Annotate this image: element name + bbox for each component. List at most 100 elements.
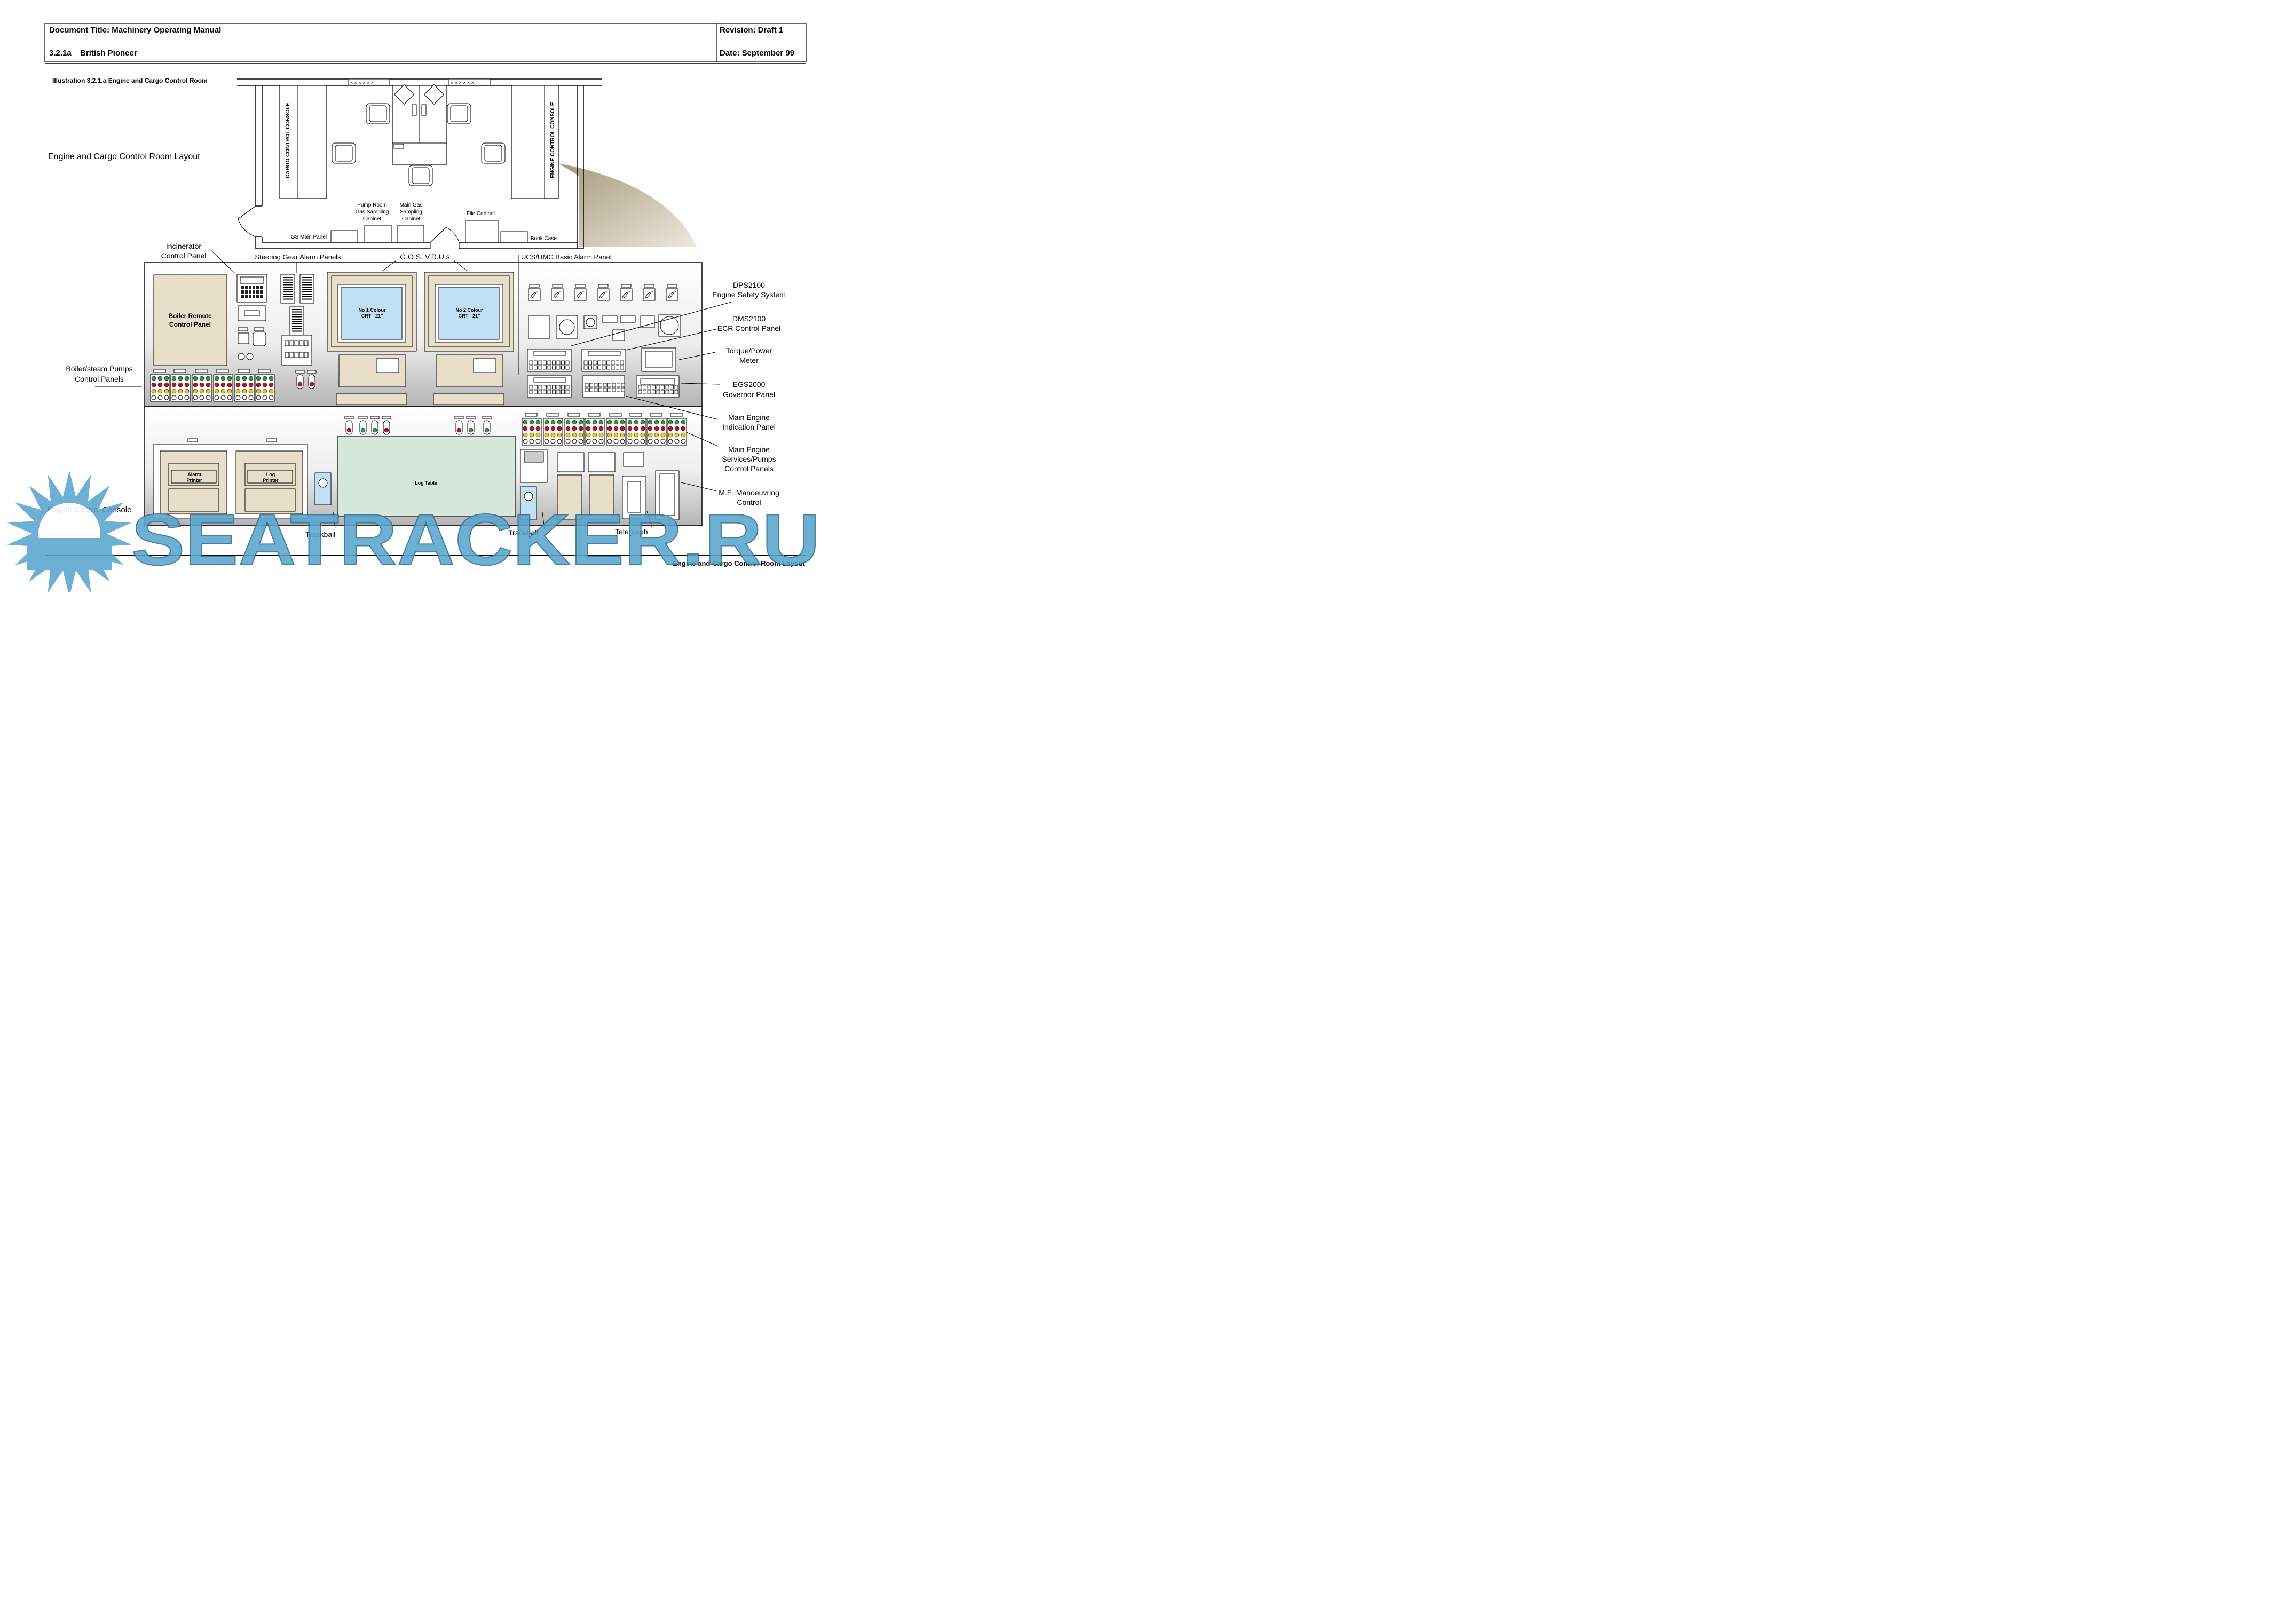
incinerator-label-1: Incinerator (166, 242, 201, 250)
main-gas-cabinet (397, 225, 424, 243)
me-manoeuvring-control (655, 470, 680, 520)
door-left (238, 205, 256, 219)
gos-vdus-label: G.O.S. V.D.U.s (400, 252, 450, 261)
trackball-label-2: Trackball (508, 528, 538, 537)
pump-panel-boiler-6 (255, 369, 275, 402)
button-grids (529, 360, 678, 394)
pump-panel-me-8 (667, 413, 687, 446)
me-manoeuvring-label-2: Control (737, 498, 761, 506)
boiler-pumps-label-2: Control Panels (75, 375, 124, 383)
boiler-pumps-label-1: Boiler/steam Pumps (66, 365, 132, 373)
pump-panel-boiler-3 (192, 369, 212, 402)
pump-panel-me-7 (646, 413, 667, 446)
torque-label-1: Torque/Power (726, 346, 772, 355)
watermark: SEATRACKER.RU (7, 471, 820, 597)
engine-console-label: ENGINE CONTROL CONSOLE (550, 102, 556, 178)
main-gas-label-3: Cabinet (402, 216, 421, 222)
alarm-printer-label-1: Alarm (187, 472, 201, 477)
pump-panel-me-4 (585, 413, 605, 446)
gos-vdu-2: No 2 Colour CRT - 21" (424, 272, 514, 405)
crt-screen-2 (438, 287, 500, 340)
crt-screen-1 (341, 287, 403, 340)
lamp-a (295, 370, 305, 389)
cargo-control-console: CARGO CONTROL CONSOLE (279, 85, 327, 199)
section-number: 3.2.1a (49, 49, 72, 58)
dps-meters (528, 314, 681, 341)
gos-vdu-1: No 1 Colour CRT - 21" (327, 272, 417, 405)
lamp-h (466, 416, 476, 435)
main-gas-label-2: Sampling (400, 209, 422, 215)
torque-power-meter (641, 347, 676, 372)
dps-label-1: DPS2100 (733, 281, 765, 289)
alarm-gauge-4 (597, 284, 610, 301)
alarm-gauge-6 (643, 284, 656, 301)
document-header: Document Title: Machinery Operating Manu… (44, 23, 807, 64)
lamp-e (370, 416, 380, 435)
torque-label-2: Meter (739, 356, 759, 365)
log-table-label: Log Table (415, 480, 437, 486)
dms-label-1: DMS2100 (732, 314, 766, 323)
pump-room-cabinet (364, 225, 392, 243)
log-printer-label-1: Log (266, 472, 275, 477)
zoom-beam (558, 163, 697, 247)
pump-panel-boiler-2 (170, 369, 191, 402)
footer-title: Engine and Cargo Control Room Layout (673, 559, 805, 567)
telegraph-label: Telegraph (615, 527, 648, 536)
date-label: Date: September 99 (720, 49, 794, 58)
steering-gear-alarm-panels (280, 274, 314, 366)
floor-plan: × × × × × × × × × × × × CARGO CONTROL CO… (237, 78, 697, 249)
main-gas-label-1: Main Gas (400, 202, 423, 208)
alarm-gauge-7 (666, 284, 678, 301)
document-title: Document Title: Machinery Operating Manu… (49, 26, 221, 35)
lamp-d (358, 416, 368, 435)
log-printer-label-2: Printer (263, 478, 279, 483)
illustration-canvas: Document Title: Machinery Operating Manu… (0, 0, 837, 597)
cargo-console-label: CARGO CONTROL CONSOLE (285, 102, 291, 178)
chair-3 (332, 142, 356, 164)
chair-2 (447, 103, 471, 124)
pump-panel-boiler-5 (234, 369, 255, 402)
button-grid-3 (529, 385, 570, 394)
dms-label-2: ECR Control Panel (717, 324, 780, 332)
me-indication-label-2: Indication Panel (722, 423, 776, 431)
igs-main-panel-box (330, 230, 358, 243)
alarm-printer-label-2: Printer (186, 478, 202, 483)
me-services-label-1: Main Engine (728, 445, 770, 454)
pump-panel-me-2 (543, 413, 563, 446)
steering-switch-box (281, 335, 312, 366)
ucs-umc-label: UCS/UMC Basic Alarm Panel (521, 253, 612, 261)
trackball-label-1: Trackball (305, 530, 335, 539)
crt1-label-1: No 1 Colour (359, 307, 386, 313)
boiler-remote-panel (153, 274, 227, 366)
pump-panel-boiler-1 (150, 369, 170, 402)
lamp-g (454, 416, 464, 435)
pump-panel-me-6 (626, 413, 646, 446)
steering-alarm-unit-1 (280, 274, 295, 304)
ship-name: British Pioneer (80, 49, 137, 58)
alarm-gauge-1 (528, 284, 541, 301)
pump-room-label-1: Pump Room (357, 202, 387, 208)
pump-panel-boiler-4 (213, 369, 233, 402)
engine-control-console-plan: ENGINE CONTROL CONSOLE (511, 85, 559, 199)
incinerator-keypad (238, 286, 266, 360)
dps-label-2: Engine Safety System (712, 290, 786, 299)
log-printer: Log Printer (235, 438, 303, 514)
watermark-text: SEATRACKER.RU (131, 499, 820, 580)
trackball-2 (520, 486, 537, 520)
lamp-f (382, 416, 391, 435)
boiler-remote-label-2: Control Panel (169, 321, 211, 328)
pump-room-label-3: Cabinet (363, 216, 382, 222)
alarm-gauge-2 (551, 284, 564, 301)
steering-alarm-unit-3 (289, 306, 304, 336)
steering-alarm-unit-2 (299, 274, 314, 304)
pump-panel-me-5 (606, 413, 626, 446)
button-grid-2 (583, 360, 624, 370)
me-gauges (557, 452, 644, 520)
crt2-label-2: CRT - 21" (459, 313, 480, 319)
pump-panels (150, 369, 687, 446)
central-desk (392, 84, 447, 165)
log-table (337, 436, 516, 517)
book-case-box (500, 231, 528, 243)
illustration-caption: Illustration 3.2.1.a Engine and Cargo Co… (52, 77, 208, 84)
ucs-umc-alarm-panel (528, 284, 681, 341)
